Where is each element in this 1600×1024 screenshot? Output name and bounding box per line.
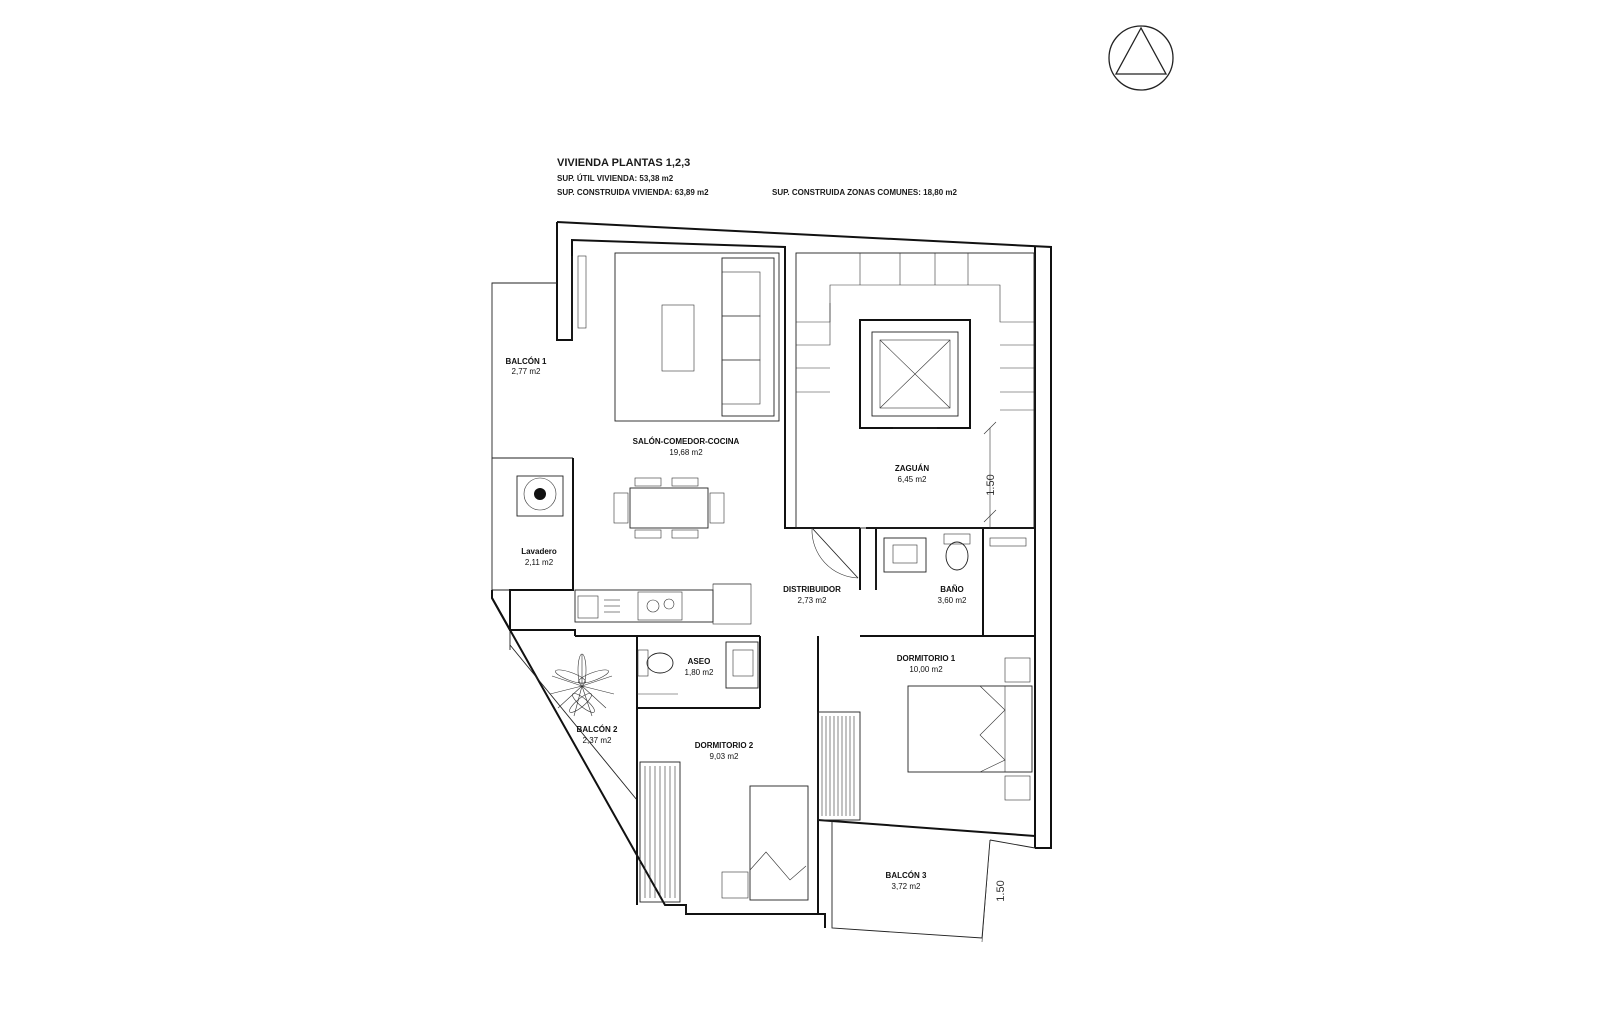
room-label-salon: SALÓN-COMEDOR-COCINA 19,68 m2 [633,437,740,457]
room-label-lavadero: Lavadero 2,11 m2 [521,547,557,567]
room-area: 2,73 m2 [798,596,827,605]
dimension-label-zaguan: 1.50 [985,474,997,495]
room-name: DORMITORIO 2 [695,741,754,750]
useful-area-label: SUP. ÚTIL VIVIENDA: 53,38 m2 [557,174,674,183]
wardrobe-1 [817,711,861,821]
room-label-dormitorio2: DORMITORIO 2 9,03 m2 [695,741,754,761]
bed-single [721,785,809,901]
plan-title: VIVIENDA PLANTAS 1,2,3 [557,157,691,169]
room-name: BALCÓN 3 [886,871,927,880]
room-area: 19,68 m2 [669,448,703,457]
dimension-label-balcon3: 1.50 [995,880,1007,901]
room-name: ZAGUÁN [895,464,929,473]
washing-machine [516,475,564,517]
stairs-elevator [795,252,1035,529]
room-label-dormitorio1: DORMITORIO 1 10,00 m2 [897,654,956,674]
living-furniture [571,252,780,422]
room-label-balcon3: BALCÓN 3 3,72 m2 [886,871,927,891]
room-area: 9,03 m2 [710,752,739,761]
room-name: SALÓN-COMEDOR-COCINA [633,437,740,446]
room-name: BALCÓN 1 [506,357,547,366]
room-name: DISTRIBUIDOR [783,585,841,594]
room-name: BAÑO [940,585,964,594]
room-area: 3,60 m2 [938,596,967,605]
dining-table [613,477,725,539]
exterior-walls [491,221,1052,939]
entry-door [811,527,859,579]
dimension-zaguan: 1.50 [983,421,997,528]
room-name: Lavadero [521,547,557,556]
room-area: 6,45 m2 [898,475,927,484]
room-area: 1,80 m2 [685,668,714,677]
built-area-label: SUP. CONSTRUIDA VIVIENDA: 63,89 m2 [557,188,709,197]
room-name: ASEO [688,657,711,666]
room-name: DORMITORIO 1 [897,654,956,663]
room-area: 2,37 m2 [583,736,612,745]
common-area-label: SUP. CONSTRUIDA ZONAS COMUNES: 18,80 m2 [772,188,957,197]
room-label-bano: BAÑO 3,60 m2 [938,585,967,605]
bathroom-fixtures [875,533,1027,590]
wardrobe-2 [639,761,681,903]
room-area: 10,00 m2 [909,665,943,674]
room-name: BALCÓN 2 [577,725,618,734]
room-label-balcon2: BALCÓN 2 2,37 m2 [577,725,618,745]
room-label-zaguan: ZAGUÁN 6,45 m2 [895,464,929,484]
bed-double [907,657,1033,801]
room-label-aseo: ASEO 1,80 m2 [685,657,714,677]
room-area: 3,72 m2 [892,882,921,891]
room-label-distribuidor: DISTRIBUIDOR 2,73 m2 [783,585,841,605]
plant-icon [549,653,615,717]
toilet-fixtures [637,641,759,695]
dimension-balcon3: 1.50 [981,839,1007,943]
room-area: 2,77 m2 [512,367,541,376]
room-label-balcon1: BALCÓN 1 2,77 m2 [506,357,547,376]
north-arrow-icon [1108,25,1174,91]
kitchen-counter [574,583,752,625]
room-area: 2,11 m2 [525,558,554,567]
